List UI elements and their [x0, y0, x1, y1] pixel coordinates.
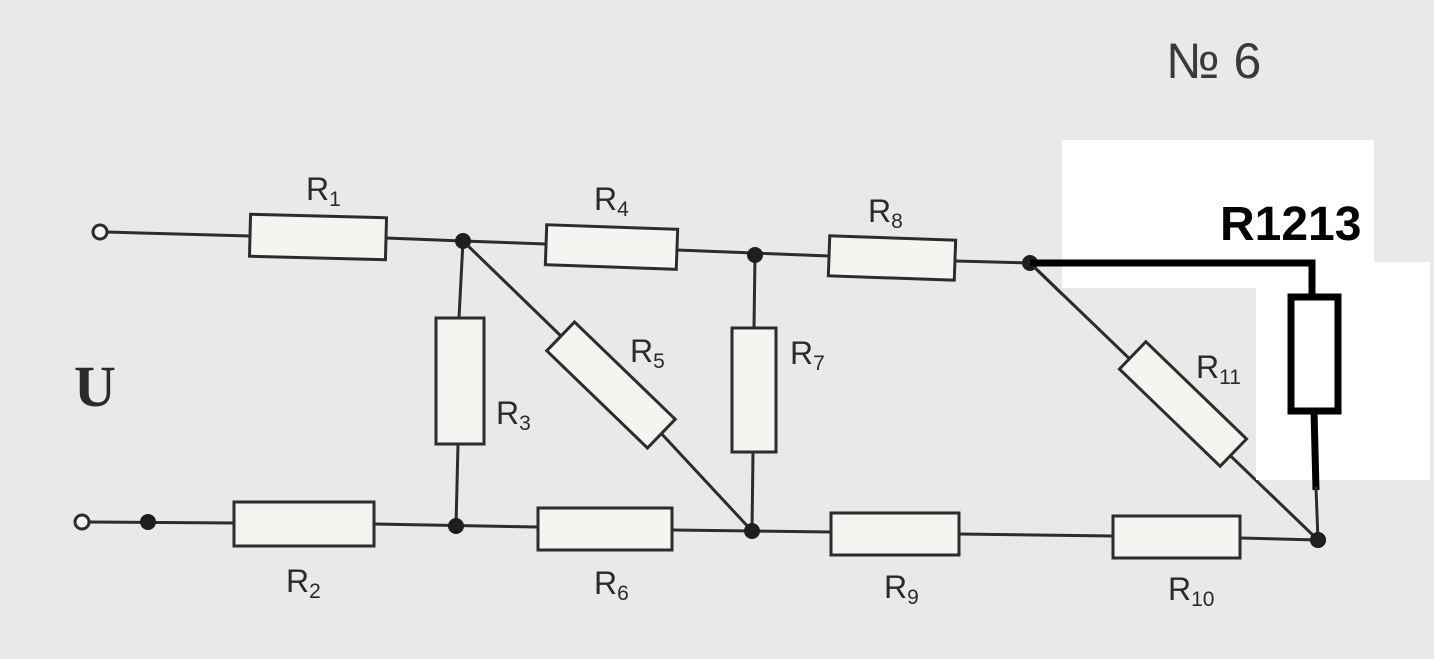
label-r4: R4	[594, 181, 629, 221]
label-r9: R9	[884, 569, 919, 609]
wire-nodeA-r5	[461, 239, 565, 340]
resistors	[232, 212, 1249, 560]
resistor-r10	[1111, 514, 1242, 560]
labels: R1 R2 R3 R4 R5 R6 R7 R8 R9 R10 R11 U № 6	[74, 33, 1261, 611]
wire-nodeB-r7	[752, 253, 757, 330]
terminal-bottom	[73, 513, 91, 531]
wire-in-top	[104, 230, 252, 238]
label-r1: R1	[306, 171, 341, 211]
resistor-r9	[829, 511, 961, 557]
wire-r8-nodeC	[953, 259, 1032, 265]
wire-r1213-bottom	[1310, 410, 1320, 491]
resistor-r8	[826, 234, 958, 282]
resistor-r4	[543, 223, 680, 271]
junction-node-a	[455, 233, 471, 249]
problem-number: № 6	[1166, 33, 1261, 89]
label-r8: R8	[868, 193, 903, 233]
wire-r1-nodeA	[384, 236, 465, 243]
wire-r7-nodeE	[750, 450, 755, 533]
junction-node-d	[448, 518, 464, 534]
wire-r9-r10	[957, 532, 1115, 538]
resistor-r6	[536, 506, 674, 552]
overlay-patch-lower	[1256, 262, 1430, 480]
source-label: U	[74, 354, 116, 419]
resistor-r7	[730, 326, 778, 454]
resistor-r5	[544, 319, 678, 451]
label-r7: R7	[790, 335, 825, 375]
label-r5: R5	[630, 333, 665, 373]
resistor-r1	[247, 212, 389, 262]
wire-in-bottom	[86, 520, 236, 525]
overlay-edit: R1213	[1028, 140, 1430, 548]
label-r10: R10	[1168, 571, 1214, 611]
junction-node-b	[747, 247, 763, 263]
wire-r3-nodeD	[454, 442, 460, 528]
label-r1213: R1213	[1220, 198, 1361, 251]
resistor-r1213	[1287, 293, 1342, 415]
wire-nodeA-r4	[461, 239, 548, 246]
resistor-r2	[232, 500, 376, 548]
wire-r11-restore	[1028, 261, 1064, 296]
overlay-patch-upper	[1062, 140, 1374, 262]
junction-node-in	[140, 514, 156, 530]
label-r2: R2	[286, 563, 321, 603]
wire-r1213-to-node	[1314, 486, 1320, 542]
junction-node-e	[744, 523, 760, 539]
resistor-r3	[434, 316, 486, 446]
resistor-r11	[1117, 339, 1249, 469]
label-r11: R11	[1196, 349, 1241, 389]
label-r3: R3	[496, 395, 531, 435]
wire-r1213-top	[1030, 259, 1316, 297]
wire-r5-nodeE	[657, 429, 754, 533]
wire-nodeA-r3	[457, 239, 465, 320]
label-r6: R6	[594, 565, 629, 605]
terminal-top	[91, 223, 109, 241]
junction-node-f-overlay	[1310, 532, 1326, 548]
wire-r10-nodeF	[1238, 536, 1320, 542]
